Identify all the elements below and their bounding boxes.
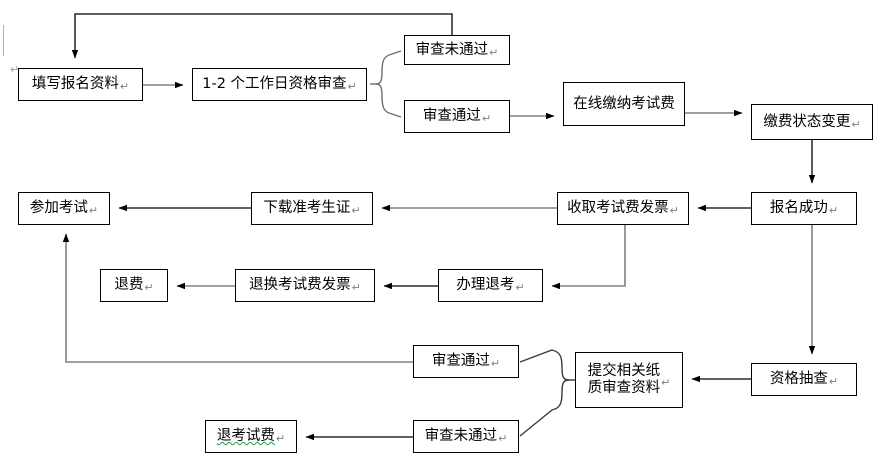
paragraph-mark: ↵ (828, 375, 839, 388)
node-review-failed-top[interactable]: 审查未通过↵ (404, 35, 510, 65)
paragraph-mark: ↵ (490, 357, 501, 370)
node-pay-fee-online[interactable]: 在线缴纳考试费 (563, 82, 685, 126)
paragraph-mark: ↵ (489, 45, 499, 59)
node-label: 审查通过 (431, 353, 490, 369)
node-label: 参加考试 (29, 200, 88, 216)
brace-top-upper (375, 50, 402, 85)
node-label: 办理退考 (456, 277, 515, 293)
node-refund[interactable]: 退费↵ (100, 269, 168, 302)
paragraph-mark: ↵ (498, 432, 508, 445)
node-submit-paper-materials[interactable]: 提交相关纸 质审查资料↵ (575, 352, 683, 408)
node-label: 收取考试费发票 (567, 200, 669, 216)
node-download-admission-ticket[interactable]: 下载准考生证↵ (251, 192, 373, 225)
node-label: 提交相关纸 质审查资料 (587, 363, 661, 396)
paragraph-mark: ↵ (119, 80, 130, 93)
node-label: 退费 (114, 277, 144, 293)
edge-passed-bottom-to-attend (62, 233, 413, 363)
node-fill-registration[interactable]: 填写报名资料↵ (18, 68, 143, 101)
paragraph-mark: ↵ (88, 204, 99, 217)
paragraph-mark: ↵ (275, 432, 286, 445)
node-label: 退考试费 (216, 428, 275, 444)
node-qualification-review[interactable]: 1-2 个工作日资格审查↵ (192, 68, 367, 101)
edge-invoice-to-withdrawal (551, 225, 626, 290)
text-margin-marker (3, 25, 4, 56)
node-payment-status-change[interactable]: 缴费状态变更↵ (751, 104, 873, 140)
node-label: 1-2 个工作日资格审查 (202, 76, 347, 92)
node-label: 资格抽查 (769, 371, 828, 387)
brace-bottom-upper (519, 349, 570, 381)
node-review-passed-bottom[interactable]: 审查通过↵ (413, 345, 519, 378)
paragraph-mark: ↵ (851, 117, 861, 131)
node-label: 报名成功 (769, 200, 828, 216)
node-label: 审查未通过 (415, 41, 489, 58)
paragraph-mark: ↵ (669, 204, 679, 217)
paragraph-mark: ↵ (828, 204, 839, 217)
edge-review-failed-to-fill (71, 13, 453, 59)
brace-bottom-lower (519, 379, 570, 437)
paragraph-mark: ↵ (351, 204, 361, 217)
node-review-passed-top[interactable]: 审查通过↵ (404, 100, 510, 133)
brace-top-lower (375, 83, 402, 118)
paragraph-mark: ↵ (351, 281, 361, 294)
node-process-withdrawal[interactable]: 办理退考↵ (438, 269, 543, 302)
paragraph-mark: ↵ (481, 112, 492, 125)
node-return-invoice[interactable]: 退换考试费发票↵ (235, 269, 375, 302)
node-label: 退换考试费发票 (249, 277, 351, 293)
node-label: 审查通过 (422, 108, 481, 124)
node-label: 审查未通过 (424, 428, 498, 444)
stray-paragraph-mark: ↵ (10, 63, 20, 76)
node-attend-exam[interactable]: 参加考试↵ (18, 192, 110, 225)
paragraph-mark: ↵ (144, 281, 154, 294)
node-label: 在线缴纳考试费 (573, 95, 675, 112)
paragraph-mark: ↵ (347, 80, 357, 93)
paragraph-mark: ↵ (515, 281, 525, 294)
node-receive-invoice[interactable]: 收取考试费发票↵ (557, 192, 689, 225)
node-refund-exam-fee[interactable]: 退考试费↵ (205, 420, 297, 453)
node-label: 填写报名资料 (31, 76, 119, 92)
node-qualification-spot-check[interactable]: 资格抽查↵ (751, 363, 857, 396)
paragraph-mark: ↵ (661, 375, 671, 389)
node-label: 下载准考生证 (263, 200, 351, 216)
node-registration-success[interactable]: 报名成功↵ (751, 192, 857, 225)
node-review-failed-bottom[interactable]: 审查未通过↵ (413, 420, 519, 453)
node-label: 缴费状态变更 (763, 113, 851, 130)
